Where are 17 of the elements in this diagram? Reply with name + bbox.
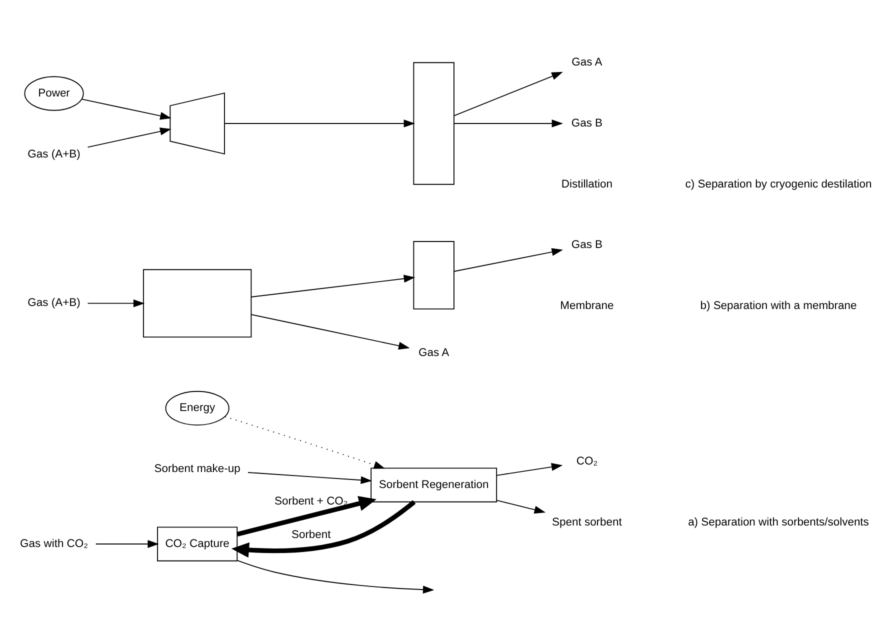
node-text: Gas A bbox=[572, 56, 602, 68]
node-text: Gas (A+B) bbox=[28, 296, 80, 309]
node-text: Gas A bbox=[418, 346, 450, 358]
edge-label: Sorbent bbox=[291, 528, 331, 541]
node-text: Gas B bbox=[571, 238, 603, 251]
node-text: Gas B bbox=[571, 116, 603, 129]
node-text: Sorbent make-up bbox=[154, 462, 240, 474]
label: c) Separation by cryogenic destilation bbox=[685, 178, 872, 190]
label: Membrane bbox=[560, 300, 614, 312]
label: b) Separation with a membrane bbox=[700, 300, 857, 312]
label: Distillation bbox=[561, 178, 613, 190]
node-text: Gas (A+B) bbox=[28, 148, 80, 160]
edge-label: Sorbent + CO₂ bbox=[274, 494, 348, 507]
node-text: Spent sorbent bbox=[552, 516, 622, 528]
label: a) Separation with sorbents/solvents bbox=[688, 516, 869, 528]
node-text: Gas with CO₂ bbox=[20, 537, 88, 550]
node-text: CO₂ bbox=[576, 455, 598, 468]
